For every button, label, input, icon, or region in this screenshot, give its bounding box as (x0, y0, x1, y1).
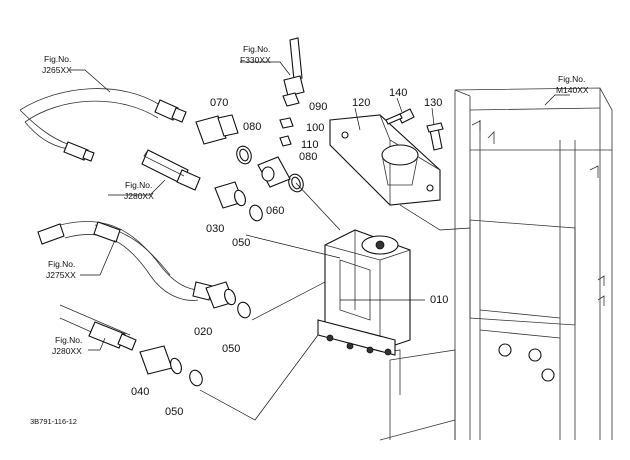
part-label-080-a: 080 (243, 121, 261, 133)
part-label-060: 060 (266, 205, 284, 217)
hose-j280-upper (141, 149, 201, 191)
part-label-050-b: 050 (222, 343, 240, 355)
fittings (139, 37, 305, 387)
pump-010 (317, 229, 411, 356)
part-labels: 010 020 030 040 050 050 050 060 070 080 … (131, 87, 448, 418)
part-label-110: 110 (301, 139, 319, 151)
fig-ref-prefix: Fig.No. (48, 259, 75, 269)
fig-ref-code: M140XX (556, 85, 589, 95)
fig-ref-prefix: Fig.No. (44, 54, 71, 64)
fig-ref-j275: Fig.No. J275XX (46, 259, 76, 280)
part-label-030: 030 (206, 223, 224, 235)
fig-ref-code: J265XX (42, 65, 72, 75)
part-label-070: 070 (210, 97, 228, 109)
part-label-100: 100 (306, 122, 324, 134)
part-label-010: 010 (430, 294, 448, 306)
fig-ref-code: J280XX (52, 346, 82, 356)
fig-ref-code: J275XX (46, 270, 76, 280)
fig-ref-prefix: Fig.No. (558, 74, 585, 84)
fig-ref-j265: Fig.No. J265XX (42, 54, 72, 75)
hose-j275 (37, 221, 213, 301)
hose-j280-lower (59, 304, 137, 351)
fig-ref-code: F330XX (240, 55, 271, 65)
part-label-080-b: 080 (299, 151, 317, 163)
bracket-120 (329, 108, 444, 206)
frame-assembly (379, 87, 613, 441)
fig-ref-prefix: Fig.No. (55, 335, 82, 345)
part-label-140: 140 (389, 87, 407, 99)
part-label-050-a: 050 (232, 237, 250, 249)
fig-ref-prefix: Fig.No. (125, 180, 152, 190)
fig-ref-m140: Fig.No. M140XX (556, 74, 589, 95)
hose-j265 (19, 88, 187, 162)
part-label-130: 130 (424, 97, 442, 109)
diagram-code: 3B791-116-12 (30, 417, 77, 426)
part-label-020: 020 (194, 326, 212, 338)
part-label-090: 090 (309, 101, 327, 113)
fig-ref-f330: Fig.No. F330XX (240, 44, 271, 65)
part-label-120: 120 (352, 97, 370, 109)
fig-ref-j280-lower: Fig.No. J280XX (52, 335, 82, 356)
fig-ref-j280-upper: Fig.No. J280XX (124, 180, 154, 201)
fig-ref-prefix: Fig.No. (243, 44, 270, 54)
leader-lines (70, 61, 570, 421)
part-label-040: 040 (131, 386, 149, 398)
fig-ref-code: J280XX (124, 191, 154, 201)
part-label-050-c: 050 (165, 406, 183, 418)
